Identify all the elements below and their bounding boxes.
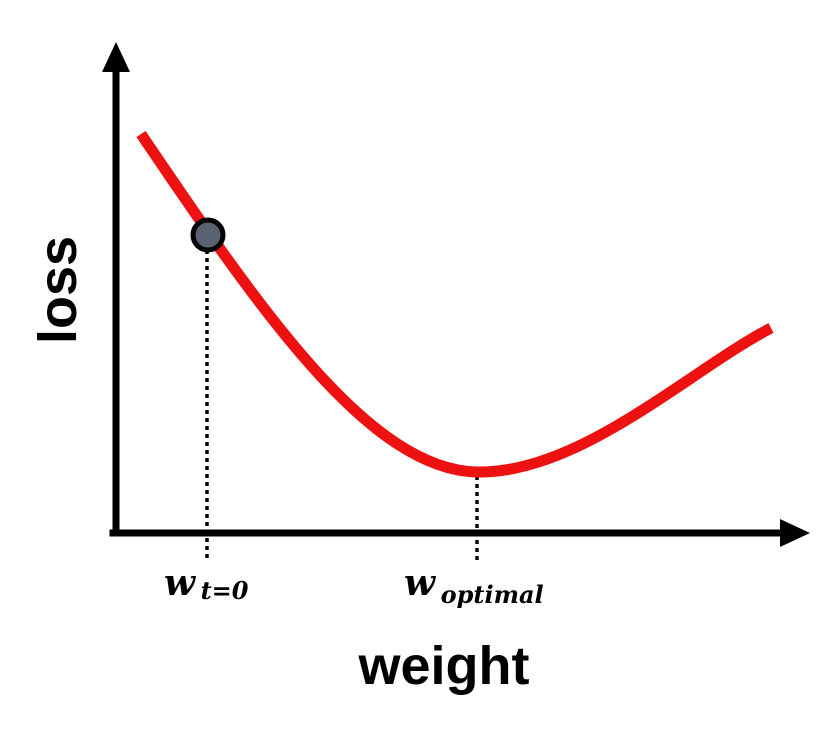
optimal-weight-label: w optimal [404,562,544,609]
current-weight-point [190,217,226,253]
x-axis-arrowhead [780,519,810,547]
optimal-weight-label-subscript: optimal [441,580,544,609]
optimal-weight-label-base: w [404,562,437,604]
y-axis-title: loss [28,236,88,344]
start-weight-label-base: w [164,562,197,604]
x-axis-title: weight [358,636,530,696]
start-weight-label-subscript: t=0 [201,576,249,605]
loss-curve [136,130,774,478]
y-axis-arrowhead [102,42,130,72]
start-weight-label: w t=0 [164,562,249,605]
